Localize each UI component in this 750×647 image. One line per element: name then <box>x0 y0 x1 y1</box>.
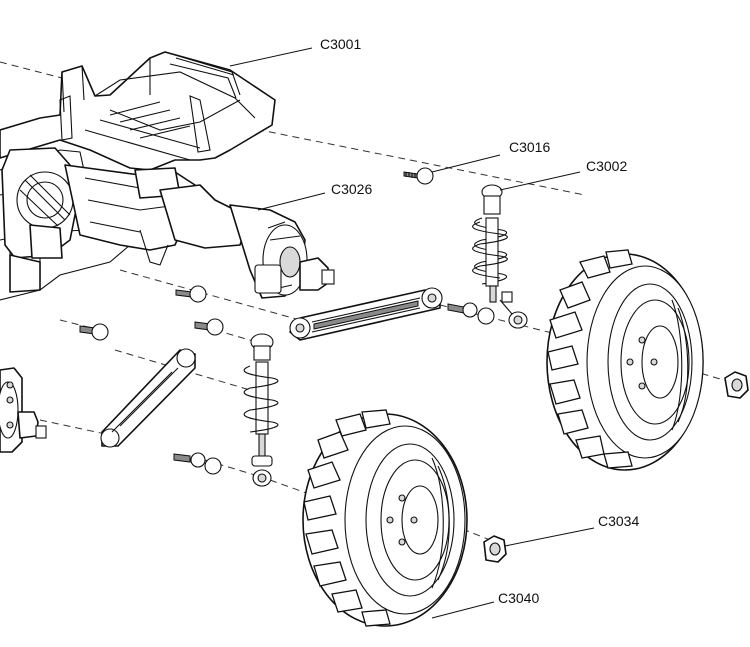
leader-lines <box>229 47 595 619</box>
label-c3002: C3002 <box>586 158 627 174</box>
screw-c3016 <box>403 167 434 185</box>
screw-link-end <box>447 302 495 325</box>
label-c3034: C3034 <box>598 513 639 529</box>
label-c3040: C3040 <box>498 590 539 606</box>
nut-rear <box>724 371 749 399</box>
front-wheel <box>302 409 468 627</box>
screw-middle-mount <box>194 318 224 336</box>
rear-axle-assembly <box>1 147 335 299</box>
chassis-frame <box>0 51 276 301</box>
label-c3016: C3016 <box>509 139 550 155</box>
label-c3026: C3026 <box>331 181 372 197</box>
shock-absorber-rear <box>472 184 528 329</box>
screw-lower-mount <box>173 452 222 475</box>
label-c3001: C3001 <box>320 36 361 52</box>
nut-front <box>483 535 507 563</box>
rear-wheel <box>546 249 704 471</box>
lower-link-bar <box>100 348 196 448</box>
front-axle-partial <box>0 367 47 453</box>
ball-screws <box>79 167 495 475</box>
upper-link-bar <box>289 287 443 341</box>
part-labels: C3001 C3016 C3002 C3026 C3034 C3040 <box>320 36 639 606</box>
shock-absorber-front <box>243 333 279 487</box>
screw-left-mount <box>79 323 109 341</box>
screw-upper-mount <box>175 285 207 303</box>
